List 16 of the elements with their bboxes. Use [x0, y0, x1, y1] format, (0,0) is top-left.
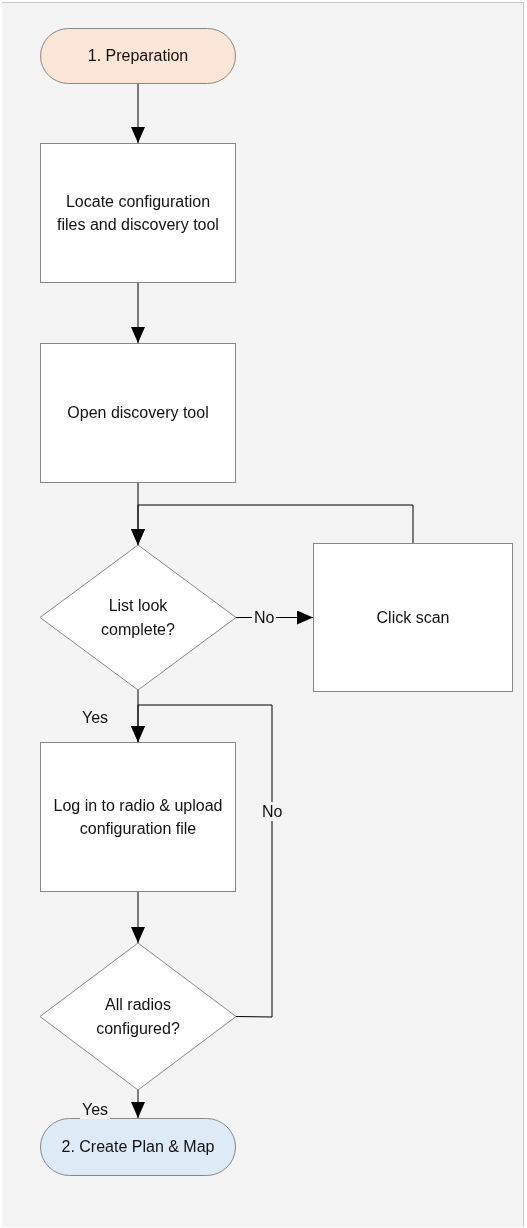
arrow [131, 704, 273, 1018]
edge-label: Yes [80, 1100, 111, 1120]
node-label: Log in to radio & upload configuration file [52, 795, 224, 839]
edge-label: No [260, 802, 285, 822]
arrow [131, 504, 414, 546]
node-label: All radios configured? [95, 995, 181, 1039]
arrow [131, 891, 145, 944]
node-label: 1. Preparation [87, 46, 189, 67]
node-label: Open discovery tool [66, 403, 210, 424]
node-label: Locate configuration files and discovery tool [56, 191, 220, 235]
arrow [131, 83, 145, 144]
node-label: Click scan [375, 607, 451, 628]
arrow [131, 282, 145, 344]
node-label: List look complete? [100, 596, 176, 640]
node-label: 2. Create Plan & Map [60, 1137, 216, 1158]
arrow [131, 1089, 145, 1119]
